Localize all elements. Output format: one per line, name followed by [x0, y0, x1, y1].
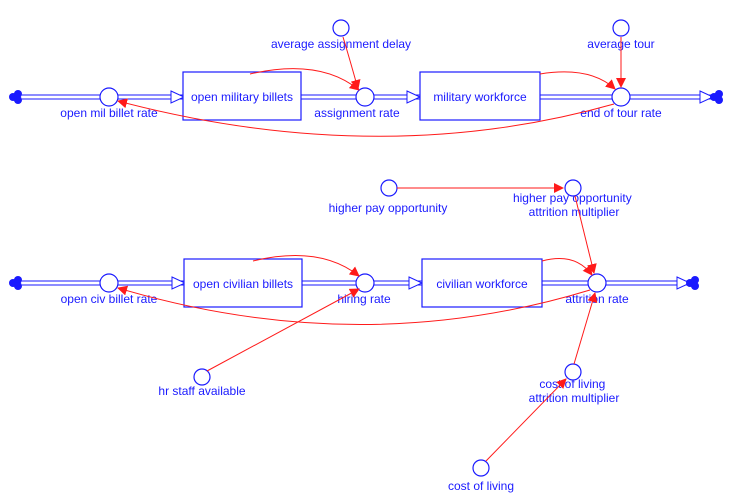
military-workforce-label: military workforce: [433, 90, 527, 104]
civilian-chain: open civilian billets civilian workforce…: [9, 179, 699, 493]
higher-pay-attrition-multiplier-label: higher pay opportunity attrition multipl…: [513, 191, 635, 219]
open-civilian-billets-label: open civilian billets: [193, 277, 293, 291]
cost-of-living-label: cost of living: [448, 479, 514, 493]
open-military-billets-stock[interactable]: [182, 71, 302, 121]
civilian-source-cloud-icon: [9, 276, 22, 290]
average-tour-node[interactable]: [612, 19, 630, 37]
attrition-rate-valve[interactable]: [587, 273, 607, 293]
hiring-rate-valve[interactable]: [355, 273, 375, 293]
end-of-tour-rate-valve[interactable]: [611, 87, 631, 107]
civilian-workforce-stock[interactable]: [421, 258, 543, 308]
cost-of-living-node[interactable]: [472, 459, 490, 477]
civilian-sink-cloud-icon: [686, 276, 699, 290]
assignment-rate-label: assignment rate: [314, 106, 400, 120]
link-hr-staff-to-hiring-rate: [206, 288, 360, 372]
flow-arrowhead-icon: [408, 276, 424, 290]
link-col-multiplier-to-attrition-rate: [573, 292, 598, 365]
link-open-civ-billets-to-hiring-rate: [252, 255, 360, 277]
open-mil-billet-rate-label: open mil billet rate: [60, 106, 158, 120]
open-military-billets-label: open military billets: [191, 90, 293, 104]
military-chain: open military billets military workforce…: [9, 19, 723, 137]
hr-staff-available-node[interactable]: [193, 368, 211, 386]
military-sink-cloud-icon: [710, 90, 723, 104]
cost-of-living-multiplier-node[interactable]: [564, 363, 582, 381]
flow-arrowhead-icon: [406, 90, 422, 104]
link-higher-pay-multiplier-to-attrition-rate: [574, 195, 597, 274]
assignment-rate-valve[interactable]: [355, 87, 375, 107]
cost-of-living-multiplier-label: cost of living attrition multiplier: [529, 377, 620, 405]
higher-pay-multiplier-line-1: higher pay opportunity: [513, 191, 632, 205]
higher-pay-opportunity-node[interactable]: [380, 179, 398, 197]
end-of-tour-rate-label: end of tour rate: [580, 106, 662, 120]
average-assignment-delay-label: average assignment delay: [271, 37, 411, 51]
higher-pay-attrition-multiplier-node[interactable]: [564, 179, 582, 197]
link-attrition-to-open-civ-billet-rate: [117, 285, 591, 325]
link-delay-to-assignment-rate: [342, 36, 361, 90]
average-assignment-delay-node[interactable]: [332, 19, 350, 37]
civilian-workforce-label: civilian workforce: [436, 277, 528, 291]
open-civ-billet-rate-label: open civ billet rate: [61, 292, 158, 306]
link-civ-workforce-to-attrition-rate: [541, 258, 593, 276]
military-source-cloud-icon: [9, 90, 22, 104]
flow-arrowhead-icon: [171, 276, 187, 290]
hiring-rate-label: hiring rate: [337, 292, 391, 306]
link-cost-of-living-to-multiplier: [485, 378, 567, 462]
open-mil-billet-rate-valve[interactable]: [99, 87, 119, 107]
military-workforce-stock[interactable]: [419, 71, 541, 121]
flow-arrowhead-icon: [699, 90, 715, 104]
link-open-billets-to-assignment-rate: [249, 68, 360, 91]
higher-pay-multiplier-line-2: attrition multiplier: [529, 205, 620, 219]
flow-arrowhead-icon: [676, 276, 692, 290]
higher-pay-opportunity-label: higher pay opportunity: [329, 201, 448, 215]
hr-staff-available-label: hr staff available: [158, 384, 245, 398]
link-workforce-to-end-of-tour-rate: [539, 71, 616, 90]
open-civilian-billets-stock[interactable]: [183, 258, 303, 308]
link-end-of-tour-to-open-mil-billet-rate: [117, 98, 615, 137]
open-civ-billet-rate-valve[interactable]: [99, 273, 119, 293]
flow-arrowhead-icon: [170, 90, 186, 104]
col-multiplier-line-1: cost of living: [539, 377, 605, 391]
